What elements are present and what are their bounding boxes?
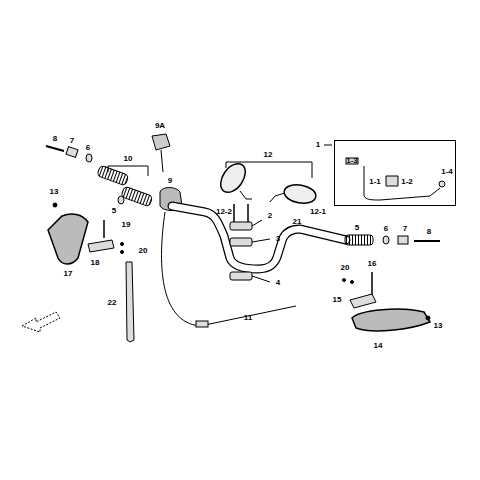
callout-number: 1-3: [346, 157, 358, 165]
callout-number: 16: [368, 260, 377, 268]
callout-number: 22: [108, 299, 117, 307]
callout-number: 17: [64, 270, 73, 278]
callout-number: 6: [384, 225, 388, 233]
callout-number: 11: [244, 314, 252, 322]
callout-number: 15: [333, 296, 342, 304]
callout-number: 12-1: [310, 208, 326, 216]
callout-number: 5: [355, 224, 359, 232]
callout-number: 9: [168, 177, 172, 185]
callout-number: 7: [403, 225, 407, 233]
callout-number: 1-4: [441, 168, 453, 176]
callout-number: 3: [276, 235, 280, 243]
parts-box: 1-3 1-2 1-1 1-4: [334, 140, 456, 206]
callout-number: 4: [276, 279, 280, 287]
callout-number: 6: [86, 144, 90, 152]
callout-number: 20: [341, 264, 350, 272]
callout-number: 21: [293, 218, 302, 226]
callout-number: 1-2: [401, 178, 413, 186]
callout-number: 5: [112, 207, 116, 215]
callout-number: 8: [53, 135, 57, 143]
callout-number: 13: [50, 188, 59, 196]
callout-number: 20: [139, 247, 148, 255]
callout-number: 12: [264, 151, 273, 159]
callout-number: 8: [427, 228, 431, 236]
callout-number: 2: [268, 212, 272, 220]
callout-number: 12-2: [216, 208, 232, 216]
callout-number: 10: [124, 155, 133, 163]
callout-number: 14: [374, 342, 383, 350]
callout-number: 7: [70, 137, 74, 145]
callout-number: 1: [316, 141, 320, 149]
callout-number: 9A: [155, 122, 165, 130]
callout-number: 19: [122, 221, 131, 229]
callout-number: 13: [434, 322, 443, 330]
callout-number: 1-1: [369, 178, 381, 186]
callout-number: 18: [91, 259, 100, 267]
